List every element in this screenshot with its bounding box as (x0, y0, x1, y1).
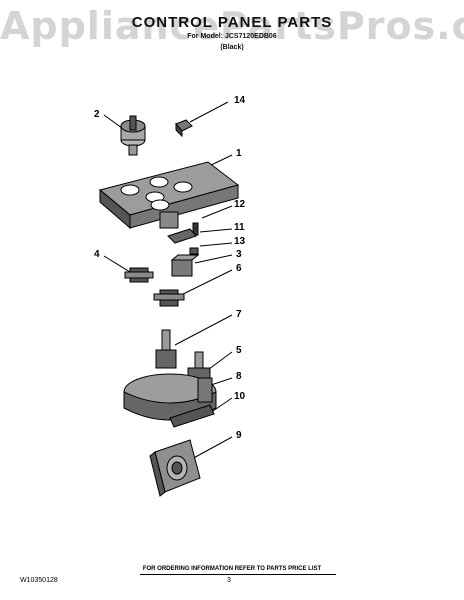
callout-label: 11 (234, 222, 245, 233)
indicator-cap-part (175, 119, 193, 138)
control-panel-part (98, 161, 240, 230)
burner-base-part (149, 439, 201, 497)
callout-label: 9 (236, 430, 242, 441)
callout-label: 10 (234, 391, 246, 402)
callout-label: 3 (236, 249, 242, 260)
callout-label: 7 (236, 309, 242, 320)
page-title: CONTROL PANEL PARTS (131, 14, 333, 31)
model-line: For Model: JCS7120EDB06 (187, 33, 277, 40)
document-number: W10350128 (20, 577, 58, 584)
valve-part (153, 289, 185, 307)
potentiometer-part (124, 267, 154, 283)
callout-label: 14 (234, 95, 246, 106)
bracket-parts (167, 222, 199, 255)
watermark: AppliancePartsPros.com (0, 4, 464, 48)
knob-part (120, 115, 146, 156)
page-number: 3 (227, 577, 231, 584)
switch-part (170, 254, 200, 277)
callout-label: 8 (236, 371, 242, 382)
callout-label: 2 (94, 109, 100, 120)
manifold-part (123, 373, 217, 428)
color-line: (Black) (220, 44, 244, 51)
callout-label: 5 (236, 345, 242, 356)
callout-label: 6 (236, 263, 242, 274)
control-valve-part (155, 329, 177, 369)
callout-label: 1 (236, 148, 242, 159)
ordering-note: FOR ORDERING INFORMATION REFER TO PARTS … (142, 566, 322, 572)
callout-label: 13 (234, 236, 246, 247)
callout-label: 12 (234, 199, 246, 210)
callout-label: 4 (94, 249, 100, 260)
footer-rule (140, 574, 336, 575)
